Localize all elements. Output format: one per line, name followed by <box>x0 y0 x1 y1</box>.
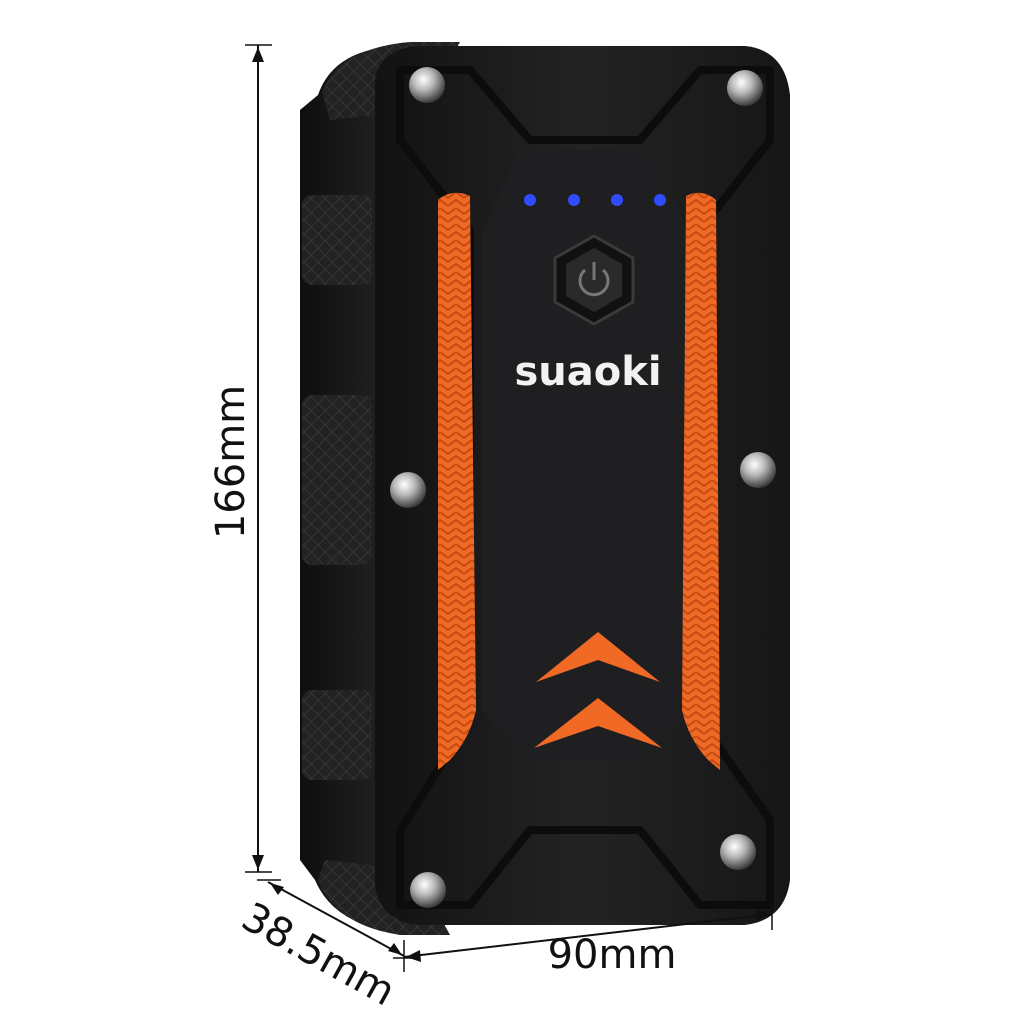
left-orange-stripe <box>438 192 476 771</box>
bolt-icon <box>727 70 763 106</box>
side-grip-top <box>302 195 372 285</box>
jump-starter-device: suaoki <box>300 42 790 935</box>
bolt-icon <box>409 67 445 103</box>
brand-logo: suaoki <box>514 349 661 395</box>
width-label: 90mm <box>548 932 677 978</box>
bolt-icon <box>720 834 756 870</box>
led-2 <box>568 194 580 206</box>
power-icon <box>578 262 610 297</box>
right-orange-stripe <box>682 192 720 771</box>
side-grip-middle <box>302 395 372 565</box>
bolt-icon <box>410 872 446 908</box>
lower-chevron <box>534 698 662 748</box>
upper-chevron <box>536 632 660 682</box>
bolt-icon <box>390 472 426 508</box>
front-center-panel <box>482 150 688 760</box>
side-grip-bottom <box>302 690 372 780</box>
height-label: 166mm <box>208 385 254 539</box>
bolt-icon <box>740 452 776 488</box>
height-dimension: 166mm <box>208 44 272 873</box>
led-4 <box>654 194 666 206</box>
led-1 <box>524 194 536 206</box>
led-3 <box>611 194 623 206</box>
width-dimension: 90mm <box>403 900 773 978</box>
battery-leds <box>524 194 666 206</box>
power-button[interactable] <box>553 234 635 326</box>
